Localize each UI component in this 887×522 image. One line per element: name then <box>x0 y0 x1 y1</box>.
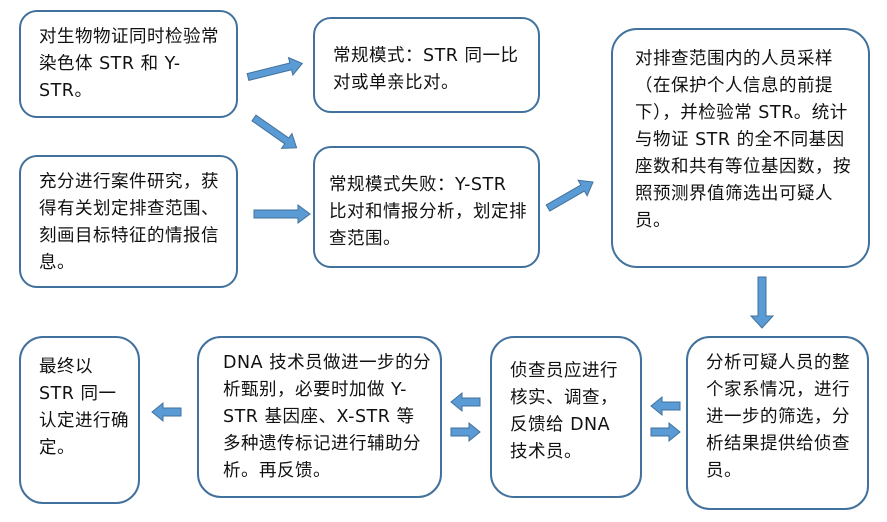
box-step-regular-mode-text: 常规模式：STR 同一比对或单亲比对。 <box>333 46 519 93</box>
box-step-regular-mode: 常规模式：STR 同一比对或单亲比对。 <box>313 17 540 113</box>
box-step-family-analysis-text: 分析可疑人员的整个家系情况，进行进一步的筛选，分析结果提供给侦查员。 <box>706 353 850 481</box>
arrow-b7-to-b8 <box>450 391 481 413</box>
arrow-b4-to-b5 <box>545 179 594 212</box>
box-step-final-str-identification-text: 最终以 STR 同一认定进行确定。 <box>39 357 129 458</box>
box-step-dual-str-test-text: 对生物物证同时检验常染色体 STR 和 Y-STR。 <box>39 27 219 101</box>
box-step-case-research: 充分进行案件研究，获得有关划定排查范围、刻画目标特征的情报信息。 <box>19 155 238 288</box>
box-step-dna-technician-analysis-text: DNA 技术员做进一步的分析甄别，必要时加做 Y-STR 基因座、X-STR 等… <box>223 353 432 481</box>
box-step-family-analysis: 分析可疑人员的整个家系情况，进行进一步的筛选，分析结果提供给侦查员。 <box>686 336 869 510</box>
arrow-b2-to-b4 <box>253 204 311 224</box>
box-step-investigator-verify-text: 侦查员应进行核实、调查，反馈给 DNA 技术员。 <box>510 361 618 462</box>
box-step-regular-mode-failed-text: 常规模式失败：Y-STR 比对和情报分析，划定排查范围。 <box>329 175 527 249</box>
box-step-regular-mode-failed: 常规模式失败：Y-STR 比对和情报分析，划定排查范围。 <box>313 146 540 268</box>
box-step-screening-sampling: 对排查范围内的人员采样（在保护个人信息的前提下），并检验常 STR。统计与物证 … <box>611 28 870 268</box>
box-step-case-research-text: 充分进行案件研究，获得有关划定排查范围、刻画目标特征的情报信息。 <box>39 172 219 273</box>
arrow-b7-to-b6 <box>650 421 681 443</box>
box-step-final-str-identification: 最终以 STR 同一认定进行确定。 <box>19 336 140 504</box>
arrow-b8-to-b9 <box>151 401 182 423</box>
arrow-b5-to-b6 <box>749 276 775 329</box>
box-step-dna-technician-analysis: DNA 技术员做进一步的分析甄别，必要时加做 Y-STR 基因座、X-STR 等… <box>197 336 442 498</box>
arrow-b8-to-b7 <box>450 421 481 443</box>
arrow-b1-to-b4 <box>251 114 298 149</box>
arrow-b1-to-b3 <box>246 56 304 82</box>
arrow-b6-to-b7 <box>650 395 681 417</box>
box-step-dual-str-test: 对生物物证同时检验常染色体 STR 和 Y-STR。 <box>19 10 238 118</box>
box-step-investigator-verify: 侦查员应进行核实、调查，反馈给 DNA 技术员。 <box>490 336 642 498</box>
box-step-screening-sampling-text: 对排查范围内的人员采样（在保护个人信息的前提下），并检验常 STR。统计与物证 … <box>635 49 851 231</box>
